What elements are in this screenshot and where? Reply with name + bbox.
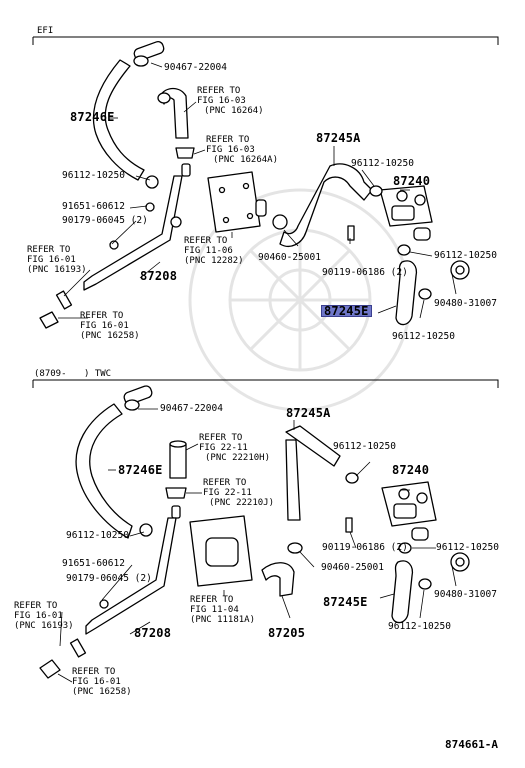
ref-line: REFER TO [206, 135, 250, 145]
label-96112-top-r2[interactable]: 96112-10250 [434, 250, 497, 261]
ref-fig22-11-b[interactable]: REFER TO FIG 22-11 (PNC 22210J) [203, 478, 274, 508]
label-96112-top-r3[interactable]: 96112-10250 [392, 331, 455, 342]
ref-fig11-04[interactable]: REFER TO FIG 11-04 (PNC 11181A) [190, 595, 255, 625]
ref-fig16-03-a[interactable]: REFER TO FIG 16-03 (PNC 16264) [197, 86, 264, 116]
ref-line: REFER TO [184, 236, 228, 246]
ref-line: (PNC 22210H) [205, 453, 271, 463]
ref-line: REFER TO [72, 667, 116, 677]
label-87245A-bottom[interactable]: 87245A [286, 406, 331, 420]
hose-87245A-top [279, 163, 373, 247]
ref-fig11-06[interactable]: REFER TO FIG 11-06 (PNC 12282) [184, 236, 244, 266]
pipe-87208-top [83, 175, 183, 291]
ref-line: FIG 11-06 [184, 246, 233, 256]
label-96112-bottom-r1[interactable]: 96112-10250 [333, 441, 396, 452]
ref-fig16-01-a-bottom[interactable]: REFER TO FIG 16-01 (PNC 16193) [14, 601, 74, 631]
ref-line: FIG 16-01 [14, 611, 63, 621]
part-90467-top [133, 40, 165, 67]
label-87245A-top[interactable]: 87245A [316, 131, 361, 145]
label-87205-bottom[interactable]: 87205 [268, 626, 306, 640]
hose-87246E-top [92, 59, 145, 181]
label-91651-top[interactable]: 91651-60612 [62, 201, 125, 212]
ref-line: REFER TO [80, 311, 124, 321]
elbow-87205 [261, 562, 295, 597]
hose-ref-22210H [169, 443, 187, 479]
label-90179-bottom[interactable]: 90179-06045 (2) [66, 573, 152, 584]
ref-line: REFER TO [197, 86, 241, 96]
ref-line: (PNC 16264A) [213, 155, 279, 165]
ref-fig16-01-b-bottom[interactable]: REFER TO FIG 16-01 (PNC 16258) [72, 667, 132, 697]
ref-fig16-03-b[interactable]: REFER TO FIG 16-03 (PNC 16264A) [206, 135, 278, 165]
section-title-twc-prefix: (8709- [34, 369, 67, 379]
hose-87246E-bottom [75, 403, 133, 539]
ref-line: (PNC 16258) [72, 687, 132, 697]
label-87246E-bottom[interactable]: 87246E [118, 463, 163, 477]
label-90119-bottom[interactable]: 90119-06186 (2) [322, 542, 408, 553]
label-87240-bottom[interactable]: 87240 [392, 463, 430, 477]
label-90460-top[interactable]: 90460-25001 [258, 252, 321, 263]
ref-line: (PNC 11181A) [190, 615, 256, 625]
valve-87240-top [379, 185, 433, 241]
label-87240-top[interactable]: 87240 [393, 174, 431, 188]
label-90480-top[interactable]: 90480-31007 [434, 298, 497, 309]
ref-line: FIG 22-11 [199, 443, 248, 453]
ref-line: FIG 16-01 [72, 677, 121, 687]
pipe-87208-bottom [85, 517, 177, 635]
label-87245E-top-highlighted[interactable]: 87245E [321, 305, 372, 317]
leader-lines [57, 62, 457, 683]
label-96112-top-left[interactable]: 96112-10250 [62, 170, 125, 181]
ref-line: FIG 16-03 [206, 145, 255, 155]
label-90460-bottom[interactable]: 90460-25001 [321, 562, 384, 573]
ref-line: (PNC 16193) [14, 621, 74, 631]
label-96112-bottom-r3[interactable]: 96112-10250 [388, 621, 451, 632]
label-90467-bottom[interactable]: 90467-22004 [160, 403, 223, 414]
plate-12282 [207, 171, 261, 233]
ref-fig22-11-a[interactable]: REFER TO FIG 22-11 (PNC 22210H) [199, 433, 270, 463]
ref-line: FIG 22-11 [203, 488, 252, 498]
label-90179-top[interactable]: 90179-06045 (2) [62, 215, 148, 226]
section-frames [32, 36, 499, 388]
ref-line: REFER TO [190, 595, 234, 605]
label-90480-bottom[interactable]: 90480-31007 [434, 589, 497, 600]
valve-87240-bottom [381, 481, 437, 541]
figure-code: 874661-A [445, 738, 498, 751]
ref-line: REFER TO [14, 601, 58, 611]
label-91651-bottom[interactable]: 91651-60612 [62, 558, 125, 569]
label-90467-top[interactable]: 90467-22004 [164, 62, 227, 73]
label-87208-top[interactable]: 87208 [140, 269, 178, 283]
ref-line: (PNC 16193) [27, 265, 87, 275]
ref-line: REFER TO [27, 245, 71, 255]
ref-fig16-01-a-top[interactable]: REFER TO FIG 16-01 (PNC 16193) [27, 245, 87, 275]
ref-line: FIG 16-01 [80, 321, 129, 331]
label-87245E-bottom[interactable]: 87245E [323, 595, 368, 609]
part-90467-bottom [123, 385, 153, 411]
ref-line: (PNC 16264) [204, 106, 264, 116]
ref-line: REFER TO [203, 478, 247, 488]
label-96112-top-r1[interactable]: 96112-10250 [351, 158, 414, 169]
ref-line: (PNC 22210J) [209, 498, 275, 508]
label-96112-bottom-left[interactable]: 96112-10250 [66, 530, 129, 541]
ref-line: FIG 11-04 [190, 605, 239, 615]
label-96112-bottom-r2[interactable]: 96112-10250 [436, 542, 499, 553]
hose-87245A-bottom [285, 425, 341, 467]
label-87246E-top[interactable]: 87246E [70, 110, 115, 124]
section-title-efi: EFI [37, 26, 54, 36]
section-title-twc: ) TWC [84, 369, 112, 379]
label-90119-top[interactable]: 90119-06186 (2) [322, 267, 408, 278]
ref-line: FIG 16-01 [27, 255, 76, 265]
ref-line: (PNC 16258) [80, 331, 140, 341]
ref-line: REFER TO [199, 433, 243, 443]
hose-87245E-top [395, 260, 418, 326]
ref-fig16-01-b-top[interactable]: REFER TO FIG 16-01 (PNC 16258) [80, 311, 140, 341]
hose-87245E-bottom [391, 560, 414, 624]
ref-line: (PNC 12282) [184, 256, 244, 266]
label-87208-bottom[interactable]: 87208 [134, 626, 172, 640]
ref-line: FIG 16-03 [197, 96, 246, 106]
